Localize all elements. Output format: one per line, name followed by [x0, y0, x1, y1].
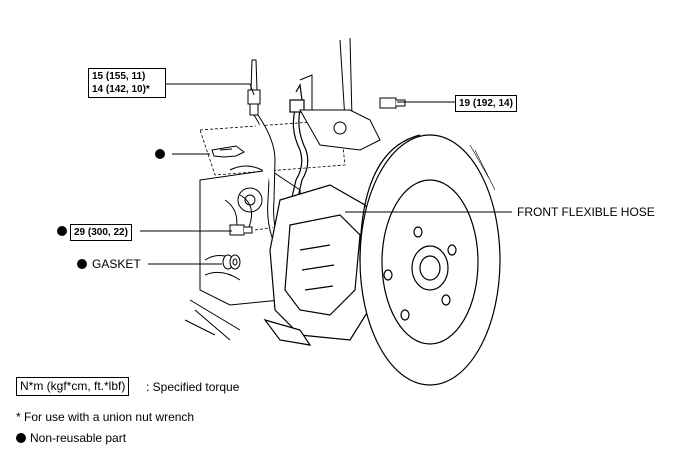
dashed-reference-lines — [199, 119, 346, 231]
torque-callout-caliper-bolt: 29 (300, 22) — [70, 224, 132, 241]
front-flexible-hose-label: FRONT FLEXIBLE HOSE — [517, 205, 655, 219]
gasket-label: GASKET — [92, 257, 141, 271]
torque-union-bolt-value: 19 (192, 14) — [459, 98, 513, 109]
torque-hose-value-2: 14 (142, 10)* — [92, 84, 150, 95]
non-reusable-marker-clip — [155, 149, 165, 159]
gasket-washers — [222, 254, 241, 270]
torque-unit-description: : Specified torque — [146, 380, 240, 394]
leader-lines — [140, 83, 512, 265]
union-nut-note: * For use with a union nut wrench — [16, 410, 195, 424]
hose-fitting — [247, 59, 281, 246]
non-reusable-legend-marker — [16, 433, 26, 443]
torque-callout-hose: 15 (155, 11) 14 (142, 10)* — [88, 68, 166, 98]
clip-part — [211, 145, 245, 158]
non-reusable-marker-gasket — [77, 259, 87, 269]
torque-caliper-bolt-value: 29 (300, 22) — [74, 227, 128, 238]
brake-caliper — [263, 184, 381, 346]
torque-callout-union-bolt: 19 (192, 14) — [455, 95, 517, 112]
union-bolt — [379, 97, 406, 109]
caliper-mount-bolt — [229, 224, 253, 236]
non-reusable-marker-bolt — [57, 226, 67, 236]
torque-unit-box: N*m (kgf*cm, ft.*lbf) — [16, 377, 130, 396]
non-reusable-legend-text: Non-reusable part — [30, 431, 127, 445]
upper-bracket — [299, 109, 381, 151]
flexible-hose-drawing — [281, 83, 309, 241]
brake-disc — [359, 134, 501, 386]
torque-hose-value-1: 15 (155, 11) — [92, 71, 146, 82]
